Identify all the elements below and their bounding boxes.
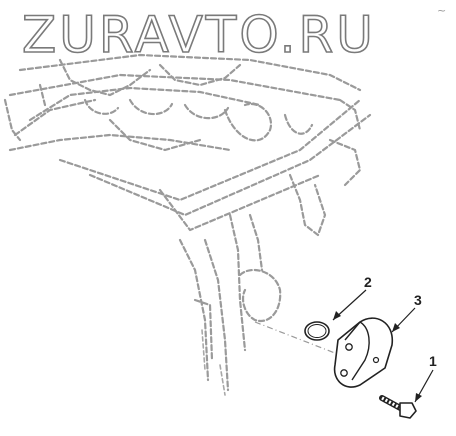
callout-2-label: 2: [364, 274, 372, 290]
corner-mark: ~: [437, 4, 446, 17]
callout-3-label: 3: [414, 292, 422, 308]
bolt-part: [379, 395, 417, 419]
seal-ring-part: [304, 321, 330, 341]
callout-leaders: [332, 289, 434, 403]
engine-block-outline: [3, 53, 372, 396]
callout-1-label: 1: [429, 353, 437, 369]
cover-plate-part: [333, 317, 393, 388]
watermark-text: ZURAVTO.RU: [22, 6, 376, 64]
alignment-line: [254, 321, 341, 356]
